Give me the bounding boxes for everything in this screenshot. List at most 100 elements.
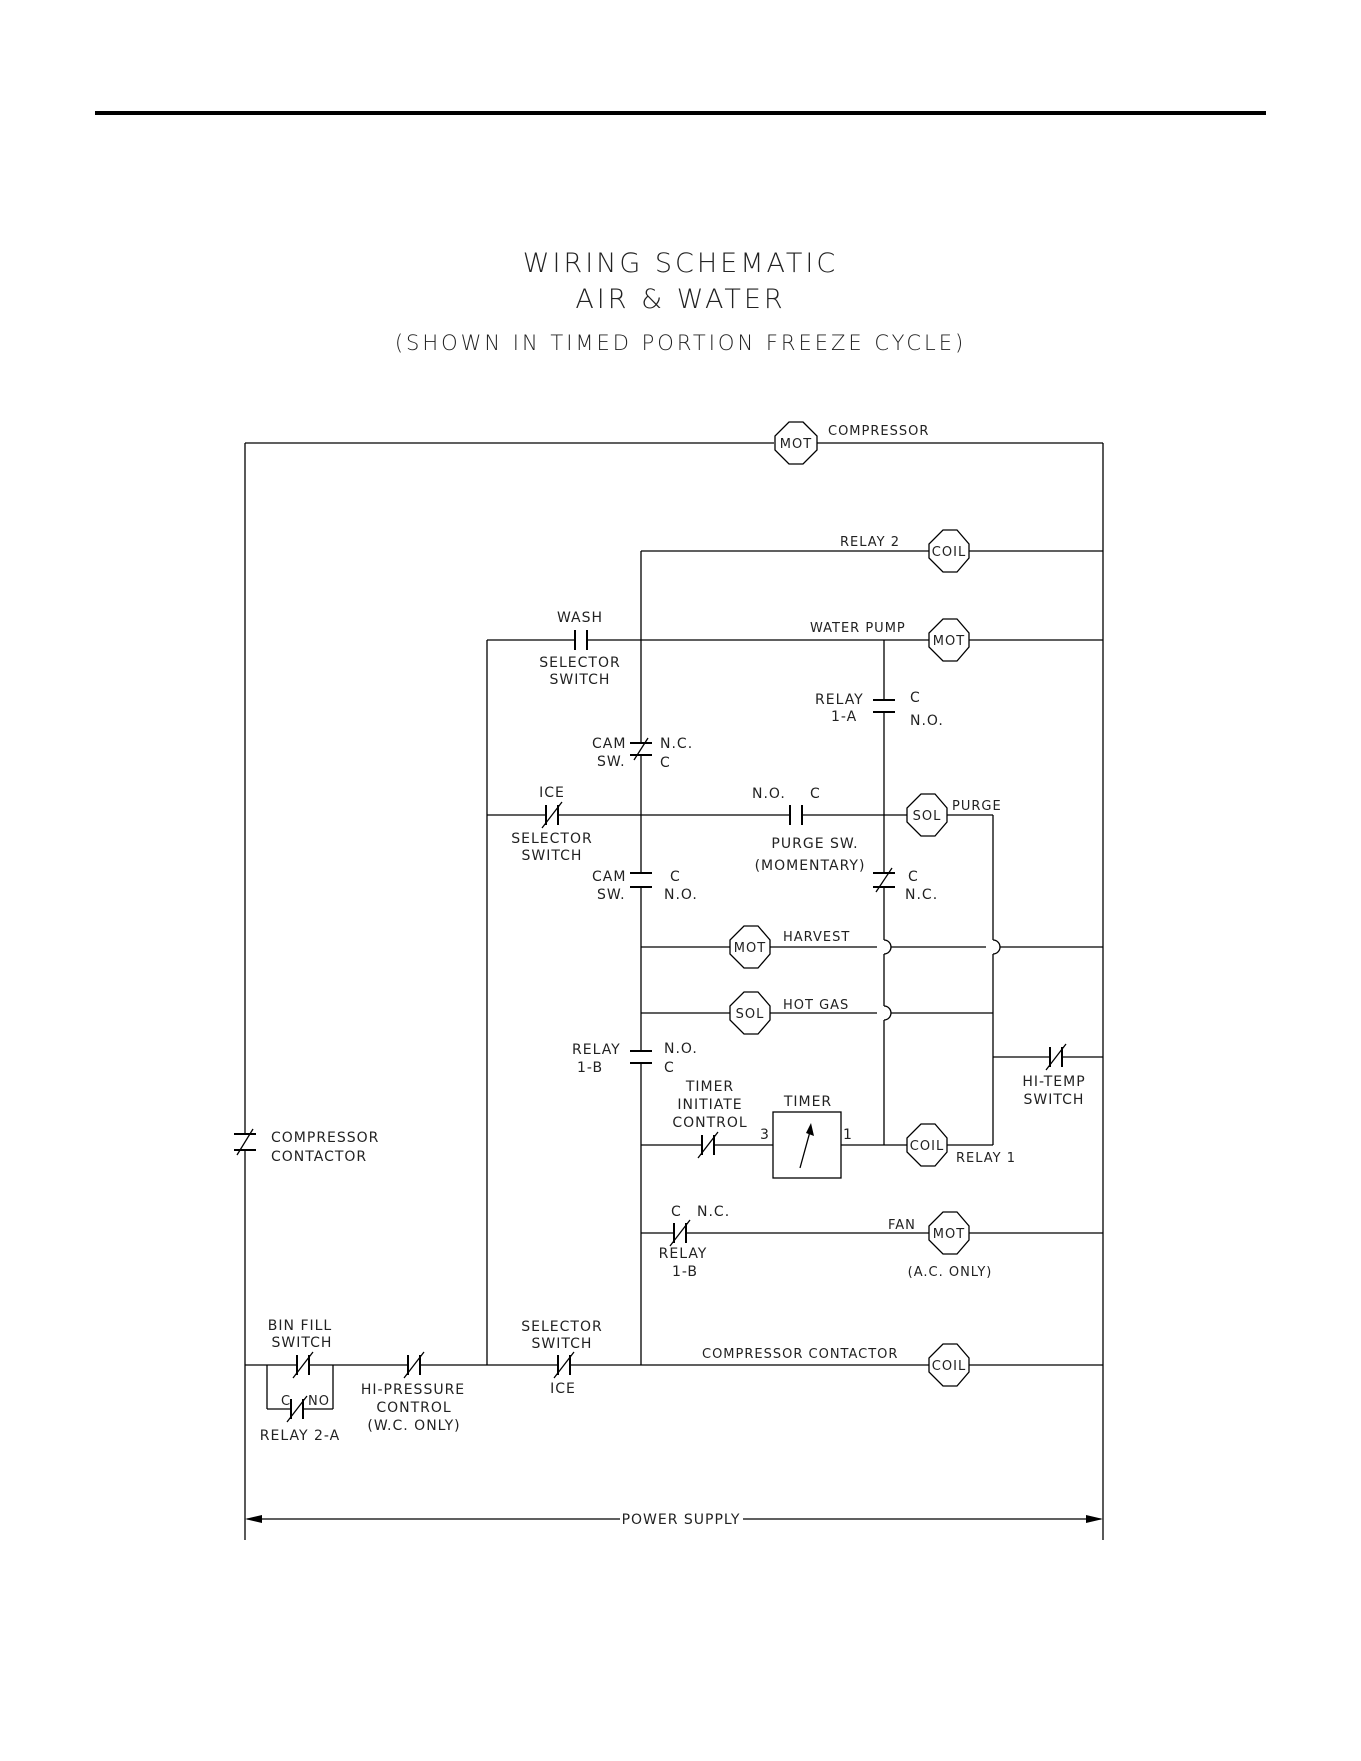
ice-label: ICE (539, 785, 565, 801)
hi-pressure-control: HI-PRESSURE CONTROL (W.C. ONLY) (361, 1351, 465, 1434)
relay2-coil: COIL RELAY 2 (840, 529, 970, 573)
compressor-contactor-coil: COIL COMPRESSOR CONTACTOR (702, 1343, 970, 1387)
selector-ice-label2: SWITCH (532, 1336, 593, 1352)
hi-temp-label2: SWITCH (1024, 1092, 1085, 1108)
relay1b-bottom-label2: 1-B (672, 1264, 698, 1280)
relay2a-contact: C NO RELAY 2-A (260, 1365, 340, 1444)
relay2a-c: C (281, 1394, 291, 1409)
purge-lower-nc: N.C. (905, 887, 938, 903)
title-line-2: AIR & WATER (575, 284, 786, 315)
purge-sol-symbol: SOL (913, 809, 942, 824)
fan-motor: MOT FAN (A.C. ONLY) (888, 1211, 993, 1280)
relay1b-bottom-contact: C N.C. RELAY 1-B (659, 1204, 730, 1280)
hot-gas-label: HOT GAS (783, 998, 849, 1013)
relay1b-top-contact: RELAY 1-B N.O. C (572, 1041, 698, 1365)
purge-sw-label2: (MOMENTARY) (755, 858, 866, 874)
cam-bottom-c: C (670, 869, 681, 885)
wire-water-pump-row (486, 639, 1103, 1365)
harvest-motor-symbol: MOT (734, 941, 766, 956)
bin-fill-label2: SWITCH (272, 1335, 333, 1351)
relay1b-top-c: C (664, 1060, 675, 1076)
relay1a-no: N.O. (910, 713, 944, 729)
cam-bottom-no: N.O. (664, 887, 698, 903)
bin-fill-switch: BIN FILL SWITCH (268, 1318, 333, 1379)
purge-lower-c: C (908, 869, 919, 885)
harvest-label: HARVEST (783, 930, 850, 945)
ice-switch-label: SWITCH (522, 848, 583, 864)
harvest-motor: MOT HARVEST (729, 925, 850, 969)
relay1a-contact: RELAY 1-A C N.O. (815, 690, 944, 729)
compressor-contactor-label2: CONTACTOR (271, 1149, 367, 1165)
selector-ice-label3: ICE (550, 1381, 576, 1397)
relay1b-bottom-label1: RELAY (659, 1246, 708, 1262)
relay2a-label: RELAY 2-A (260, 1428, 340, 1444)
cam-top-label1: CAM (592, 736, 626, 752)
fan-note: (A.C. ONLY) (908, 1265, 993, 1280)
relay1b-top-label1: RELAY (572, 1042, 621, 1058)
hi-pressure-label2: CONTROL (376, 1400, 451, 1416)
water-pump-symbol: MOT (933, 634, 965, 649)
wash-selector-label: SELECTOR (539, 655, 620, 671)
timer-initiate-label2: INITIATE (677, 1097, 742, 1113)
water-pump-motor: MOT WATER PUMP (810, 618, 970, 662)
relay2-coil-symbol: COIL (932, 545, 966, 560)
hi-temp-label1: HI-TEMP (1022, 1074, 1085, 1090)
compressor-motor: MOT COMPRESSOR (774, 421, 929, 465)
relay1a-label1: RELAY (815, 692, 864, 708)
cam-top-c: C (660, 755, 671, 771)
purge-sw-c: C (810, 786, 821, 802)
selector-ice-label1: SELECTOR (521, 1319, 602, 1335)
relay2a-no: NO (308, 1394, 330, 1409)
comp-contactor-coil-label: COMPRESSOR CONTACTOR (702, 1347, 898, 1362)
timer-initiate-label1: TIMER (685, 1079, 734, 1095)
compressor-motor-symbol: MOT (780, 437, 812, 452)
fan-symbol: MOT (933, 1227, 965, 1242)
relay1b-bottom-nc: N.C. (697, 1204, 730, 1220)
relay1b-bottom-c: C (671, 1204, 682, 1220)
comp-contactor-coil-symbol: COIL (932, 1359, 966, 1374)
wire-relay1a-vertical (883, 640, 892, 1145)
ice-selector-switch: ICE SELECTOR SWITCH (511, 785, 592, 864)
timer-pin1: 1 (843, 1127, 853, 1143)
timer-initiate-control: TIMER INITIATE CONTROL (672, 1079, 747, 1159)
wash-switch-label: SWITCH (550, 672, 611, 688)
wash-label: WASH (557, 610, 603, 626)
cam-bottom-label2: SW. (597, 887, 626, 903)
hi-pressure-label3: (W.C. ONLY) (367, 1418, 460, 1434)
purge-label: PURGE (952, 799, 1002, 814)
hi-temp-switch: HI-TEMP SWITCH (993, 1043, 1103, 1108)
power-supply-dimension: POWER SUPPLY (245, 1512, 1103, 1528)
cam-bottom-label1: CAM (592, 869, 626, 885)
cam-top-nc: N.C. (660, 736, 693, 752)
timer-pin3: 3 (760, 1127, 770, 1143)
purge-lower-contact: C N.C. (873, 867, 938, 903)
hi-pressure-label1: HI-PRESSURE (361, 1382, 465, 1398)
wire-purge-row (487, 814, 1001, 1145)
top-rule (95, 111, 1266, 115)
title-line-1: WIRING SCHEMATIC (522, 248, 839, 279)
hot-gas-symbol: SOL (736, 1007, 765, 1022)
title-line-3: (SHOWN IN TIMED PORTION FREEZE CYCLE) (394, 331, 967, 355)
ice-selector-label: SELECTOR (511, 831, 592, 847)
selector-switch-ice: SELECTOR SWITCH ICE (521, 1319, 602, 1397)
wash-selector-switch: WASH SELECTOR SWITCH (539, 610, 620, 688)
relay1b-top-no: N.O. (664, 1041, 698, 1057)
hot-gas-solenoid: SOL HOT GAS (729, 991, 849, 1035)
relay1-coil: COIL RELAY 1 (906, 1123, 1016, 1167)
relay1-label: RELAY 1 (956, 1151, 1016, 1166)
timer-initiate-label3: CONTROL (672, 1115, 747, 1131)
relay1a-c: C (910, 690, 921, 706)
purge-sw-no: N.O. (752, 786, 786, 802)
compressor-contactor-label1: COMPRESSOR (271, 1130, 379, 1146)
relay1b-top-label2: 1-B (577, 1060, 603, 1076)
cam-switch-bottom: CAM SW. C N.O. (592, 869, 698, 1051)
water-pump-label: WATER PUMP (810, 621, 906, 636)
fan-label: FAN (888, 1218, 916, 1233)
relay2-label: RELAY 2 (840, 535, 900, 550)
timer-label: TIMER (783, 1094, 832, 1110)
timer: TIMER 3 1 (760, 1094, 853, 1179)
relay1a-label2: 1-A (831, 709, 857, 725)
compressor-label: COMPRESSOR (828, 424, 929, 439)
